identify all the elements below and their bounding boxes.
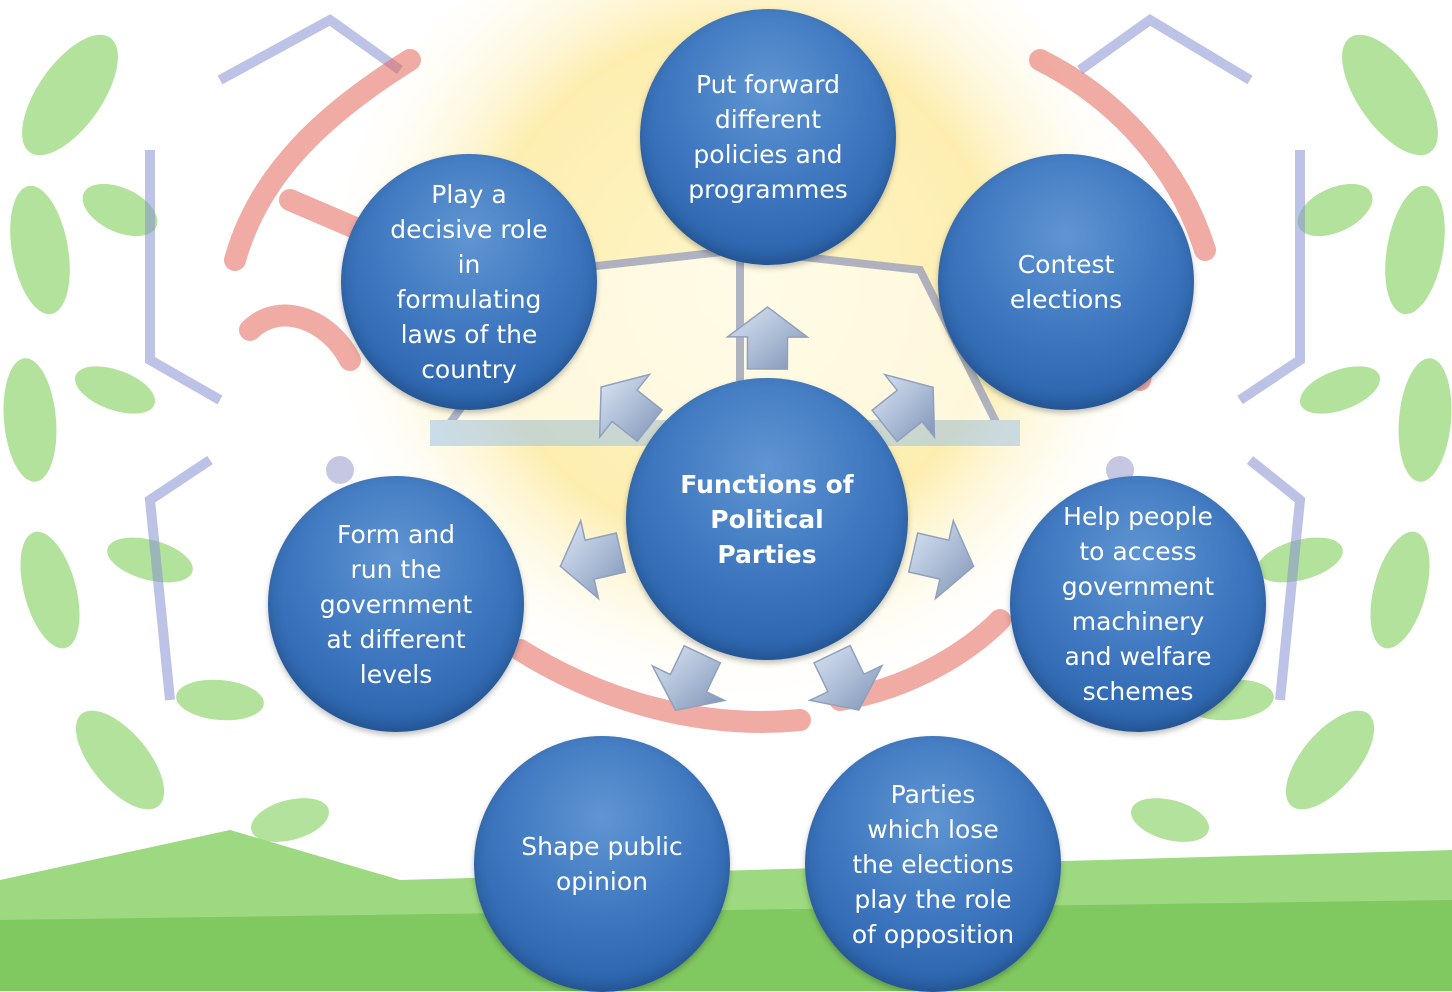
arrow-to-policies — [725, 306, 810, 370]
arrow-to-access-government — [907, 518, 975, 601]
arrow-to-public-opinion — [650, 644, 727, 712]
arrow-to-opposition — [807, 644, 884, 711]
arrow-to-formulate-laws — [598, 373, 664, 443]
arrow-to-form-government — [559, 518, 627, 601]
arrow-to-contest-elections — [871, 373, 936, 443]
